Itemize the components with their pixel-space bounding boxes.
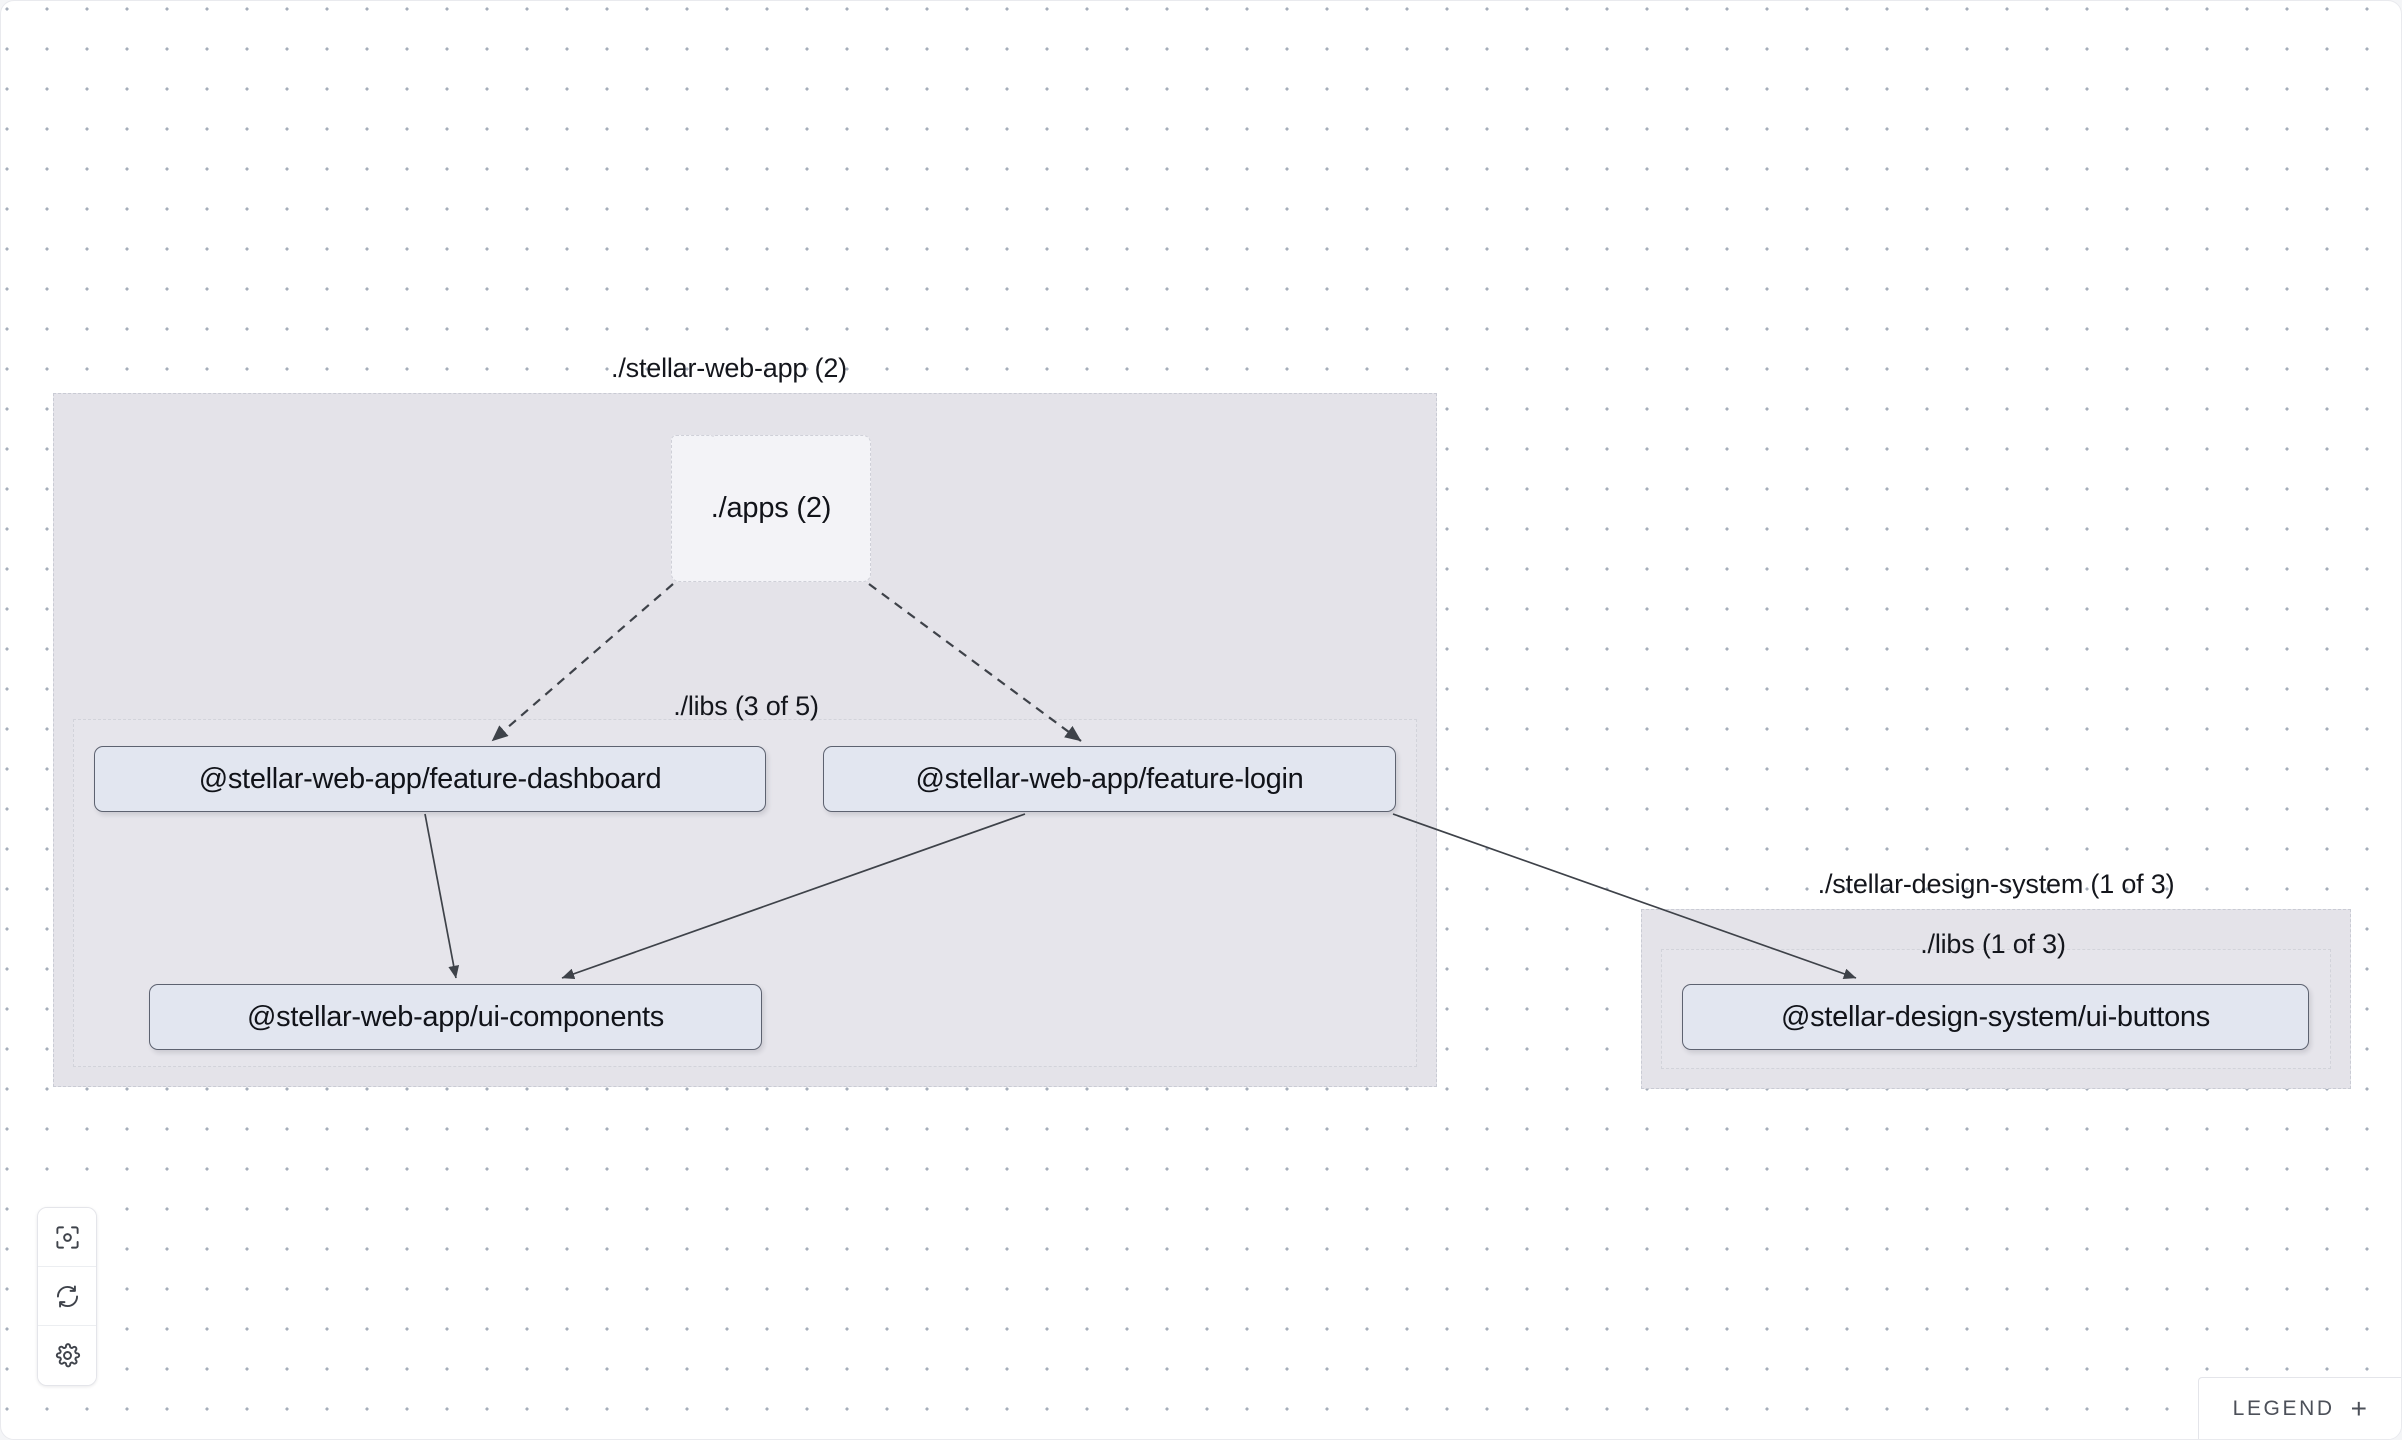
project-node-feature-dashboard[interactable]: @stellar-web-app/feature-dashboard — [94, 746, 766, 812]
group-label-stellar-web-app: ./stellar-web-app (2) — [611, 353, 847, 383]
refresh-button[interactable] — [38, 1267, 96, 1326]
project-node-feature-login[interactable]: @stellar-web-app/feature-login — [823, 746, 1396, 812]
canvas-toolbar[interactable] — [37, 1207, 97, 1386]
group-label-stellar-design-system: ./stellar-design-system (1 of 3) — [1817, 869, 2175, 899]
folder-tab-icon — [671, 435, 715, 449]
focus-button[interactable] — [38, 1208, 96, 1267]
refresh-icon — [54, 1283, 81, 1310]
folder-node-apps[interactable]: ./apps (2) — [671, 435, 871, 582]
settings-button[interactable] — [38, 1326, 96, 1385]
project-node-ui-components[interactable]: @stellar-web-app/ui-components — [149, 984, 762, 1050]
project-node-ui-buttons[interactable]: @stellar-design-system/ui-buttons — [1682, 984, 2309, 1050]
folder-shape-icon — [671, 435, 871, 582]
legend-button[interactable]: LEGEND + — [2197, 1377, 2401, 1439]
folder-node-label: ./apps (2) — [710, 492, 832, 524]
focus-target-icon — [54, 1224, 81, 1251]
plus-icon: + — [2350, 1392, 2367, 1424]
gear-icon — [54, 1342, 81, 1369]
group-label-web-app-libs: ./libs (3 of 5) — [673, 691, 819, 721]
project-node-label: @stellar-web-app/ui-components — [247, 1000, 664, 1033]
project-node-label: @stellar-web-app/feature-login — [915, 762, 1304, 795]
group-label-design-system-libs: ./libs (1 of 3) — [1920, 929, 2066, 959]
project-node-label: @stellar-web-app/feature-dashboard — [198, 762, 662, 795]
project-node-label: @stellar-design-system/ui-buttons — [1781, 1000, 2210, 1033]
legend-label: LEGEND — [2232, 1396, 2335, 1420]
